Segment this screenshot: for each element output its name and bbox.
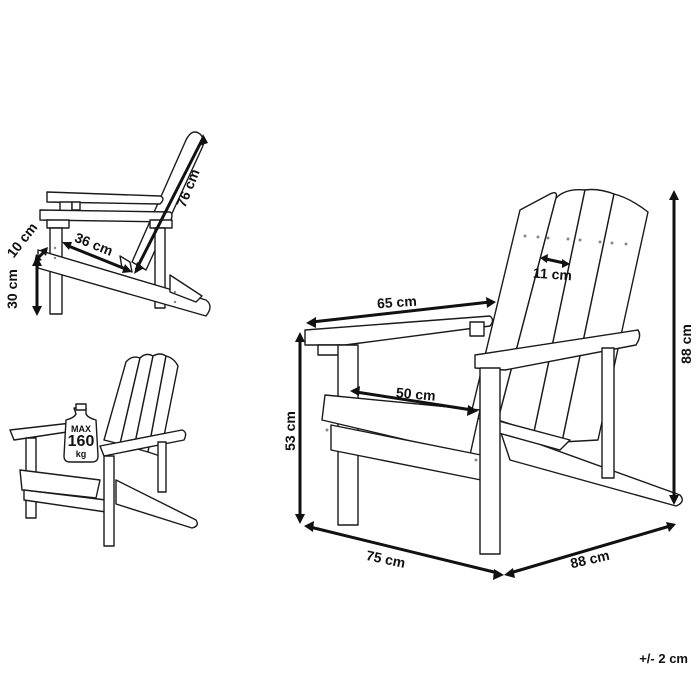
armrest-length-label: 65 cm: [376, 292, 418, 312]
total-height-label: 88 cm: [677, 324, 694, 364]
slat-width-label: 11 cm: [532, 264, 573, 284]
weight-max-label: MAX: [71, 424, 91, 434]
arm-height-label: 53 cm: [281, 411, 298, 451]
weight-unit: kg: [75, 449, 87, 459]
seat-height-label: 30 cm: [3, 269, 20, 309]
weight-badge: MAX 160 kg: [64, 425, 98, 459]
tolerance-note: +/- 2 cm: [639, 651, 688, 666]
seat-width-label: 50 cm: [395, 384, 437, 404]
weight-value: 160: [67, 433, 95, 450]
